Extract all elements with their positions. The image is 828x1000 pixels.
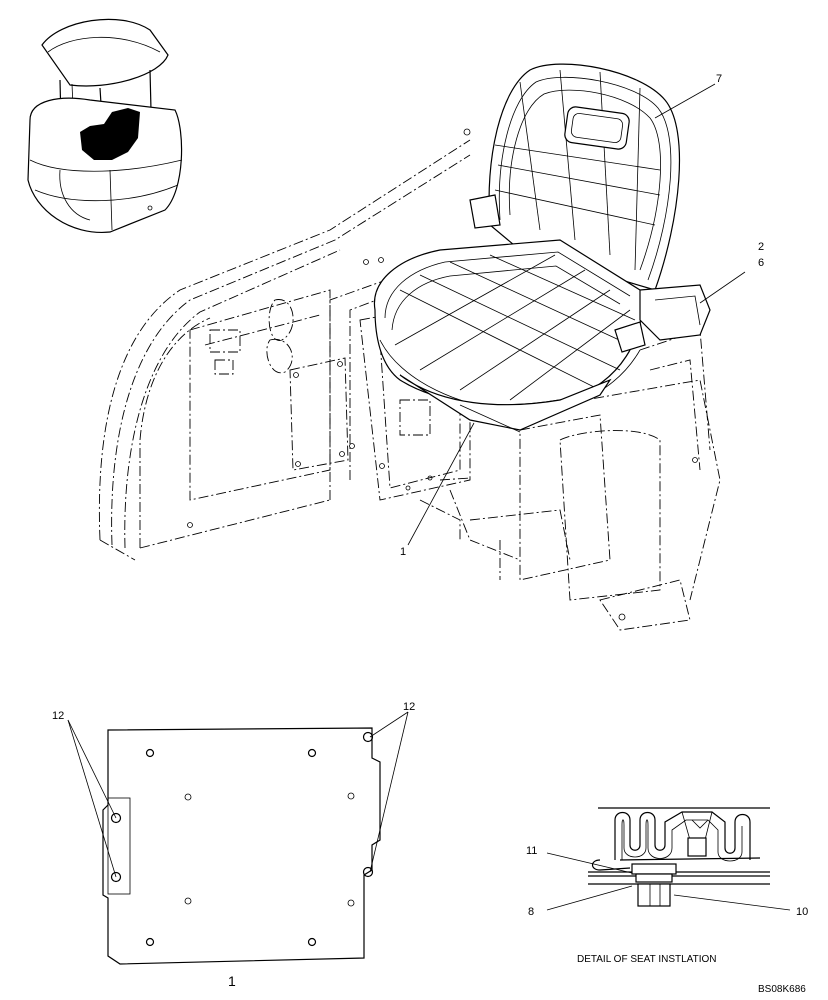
seat-support-plate [102,727,381,965]
seat-installation-detail [588,807,770,907]
drawing-id: BS08K686 [758,984,806,995]
callout-detail-10: 10 [796,906,808,918]
callout-part-2: 2 [758,241,764,253]
leader-lines [67,83,791,911]
plate-part-number: 1 [228,973,236,989]
callout-plate-left: 12 [52,710,64,722]
callout-detail-11: 11 [526,845,537,857]
callout-detail-8: 8 [528,906,534,918]
callout-seat: 7 [716,73,722,85]
callout-plate-right: 12 [403,701,415,713]
seat-highlight [80,108,140,160]
callout-support: 1 [400,546,406,558]
machine-locator-view [27,18,183,233]
detail-caption: DETAIL OF SEAT INSTLATION [577,954,716,965]
callout-part-6: 6 [758,257,764,269]
operator-seat [373,63,711,433]
